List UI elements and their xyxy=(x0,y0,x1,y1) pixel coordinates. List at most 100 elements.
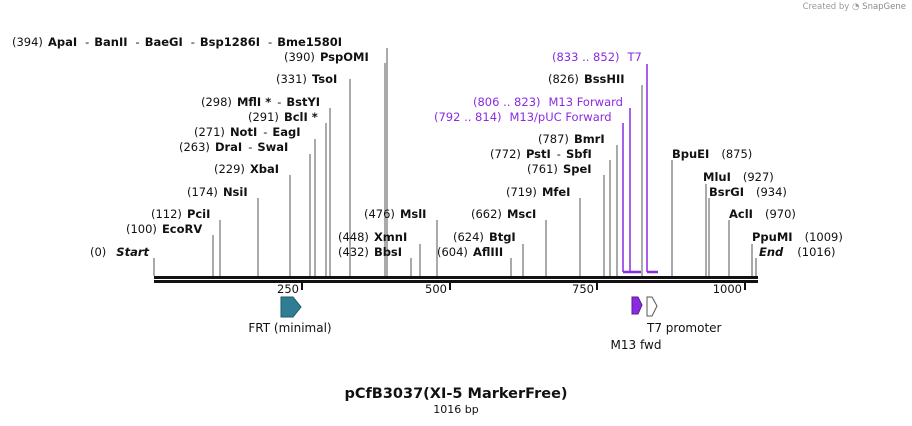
site-label-msli[interactable]: (476)MslI xyxy=(364,207,426,221)
site-label-tsoi[interactable]: (331)TsoI xyxy=(276,72,337,86)
enzyme-bsrgi: BsrGI xyxy=(709,185,744,199)
enzyme-start: Start xyxy=(116,245,149,259)
pos-bsrgi: (934) xyxy=(756,185,787,199)
tick-label-1000: 1000 xyxy=(713,282,742,296)
site-label-afliii[interactable]: (604) AflIII xyxy=(437,245,503,259)
pos-drai: (263) xyxy=(179,140,210,154)
site-label-xmni[interactable]: (448) XmnI xyxy=(338,230,407,244)
enzyme-eagi: EagI xyxy=(272,125,300,139)
pos-nsii: (174) xyxy=(187,185,218,199)
site-label-mfei[interactable]: (719)MfeI xyxy=(506,185,570,199)
primer-sites xyxy=(622,64,658,274)
separator: - xyxy=(248,140,252,154)
enzyme-mfli: MflI * xyxy=(237,95,271,109)
separator: - xyxy=(191,35,195,49)
site-label-drai[interactable]: (263)DraI-SwaI xyxy=(179,140,288,154)
site-label-ecorv[interactable]: (100)EcoRV xyxy=(126,222,202,236)
credit-brand: SnapGene xyxy=(862,2,906,12)
primer-pos-t7: (833 .. 852) xyxy=(552,50,620,64)
separator: - xyxy=(85,35,89,49)
site-label-noti[interactable]: (271)NotI-EagI xyxy=(194,125,301,139)
enzyme-swai: SwaI xyxy=(257,140,288,154)
sequence-backbone xyxy=(154,276,758,283)
primer-name-t7: T7 xyxy=(627,50,642,64)
enzyme-mlui: MluI xyxy=(703,170,731,184)
m13-fwd-feature-label: M13 fwd xyxy=(611,338,662,352)
pos-xmni: (448) xyxy=(338,230,369,244)
site-label-mfli[interactable]: (298)MflI *-BstYI xyxy=(201,95,320,109)
mid-enzyme-labels: (476)MslI (448)XmnI (432)BbsI (662)MscI … xyxy=(338,72,625,259)
frt-feature-label: FRT (minimal) xyxy=(248,321,331,335)
enzyme-acli: AclI xyxy=(729,207,753,221)
site-label-bmri[interactable]: (787)BmrI xyxy=(538,132,605,146)
pos-pspomi: (390) xyxy=(284,50,315,64)
enzyme-bsp1286i: Bsp1286I xyxy=(200,35,260,49)
site-label-bbsi[interactable]: (432)BbsI xyxy=(338,245,402,259)
primer-label-m13puc-forward[interactable]: (792 .. 814)M13/pUC Forward xyxy=(434,110,612,124)
primer-pos-m13-forward: (806 .. 823) xyxy=(473,95,541,109)
frt-feature-arrow[interactable] xyxy=(280,296,302,318)
site-label-psti[interactable]: (772)PstI-SbfI xyxy=(490,147,592,161)
enzyme-pspomi: PspOMI xyxy=(320,50,369,64)
site-label-bsrgi[interactable]: BsrGI (934) xyxy=(709,185,787,199)
separator: - xyxy=(277,95,281,109)
site-label-bcli[interactable]: (291) BclI * xyxy=(248,110,318,124)
pos-bsshii: (826) xyxy=(548,72,579,86)
site-label-apai[interactable]: (394)ApaI-BanII-BaeGI-Bsp1286I-Bme1580I xyxy=(12,35,342,49)
enzyme-bme1580i: Bme1580I xyxy=(277,35,342,49)
pos-apai: (394) xyxy=(12,35,43,49)
enzyme-afliii: AflIII xyxy=(473,245,503,259)
enzyme-xmni: XmnI xyxy=(374,230,407,244)
pos-bcli: (291) xyxy=(248,110,279,124)
right-enzyme-labels: BpuEI(875) MluI (927) BsrGI (934) AclI (970… xyxy=(672,147,843,259)
site-label-nsii[interactable]: (174) NsiI xyxy=(187,185,248,199)
site-label-acli[interactable]: AclI (970) xyxy=(729,207,796,221)
site-label-btgi[interactable]: (624)BtgI xyxy=(453,230,516,244)
pos-xbai: (229) xyxy=(214,162,245,176)
enzyme-psti: PstI xyxy=(526,147,551,161)
enzyme-bmri: BmrI xyxy=(574,132,605,146)
enzyme-btgi: BtgI xyxy=(489,230,516,244)
primer-label-t7[interactable]: (833 .. 852) T7 xyxy=(552,50,642,64)
enzyme-bcli: BclI * xyxy=(284,110,318,124)
m13-fwd-feature-arrow[interactable] xyxy=(631,296,643,315)
site-lines xyxy=(153,48,757,276)
enzyme-spei: SpeI xyxy=(563,162,592,176)
site-label-xbai[interactable]: (229)XbaI xyxy=(214,162,279,176)
enzyme-msci: MscI xyxy=(507,207,536,221)
site-label-mlui[interactable]: MluI (927) xyxy=(703,170,774,184)
enzyme-pcii: PciI xyxy=(187,207,210,221)
pos-afliii: (604) xyxy=(437,245,468,259)
site-label-end[interactable]: End(1016) xyxy=(759,245,836,259)
site-label-start[interactable]: (0) Start xyxy=(90,245,150,259)
site-label-ppumi[interactable]: PpuMI(1009) xyxy=(752,230,843,244)
primer-name-m13-forward: M13 Forward xyxy=(549,95,623,109)
enzyme-mfei: MfeI xyxy=(542,185,571,199)
backbone-bottom-strand xyxy=(154,280,758,283)
pos-acli: (970) xyxy=(765,207,796,221)
pos-msli: (476) xyxy=(364,207,395,221)
pos-start: (0) xyxy=(90,245,106,259)
site-label-msci[interactable]: (662)MscI xyxy=(471,207,536,221)
primer-label-m13-forward[interactable]: (806 .. 823) M13 Forward xyxy=(473,95,623,109)
enzyme-bstyi: BstYI xyxy=(286,95,320,109)
enzyme-bbsi: BbsI xyxy=(374,245,402,259)
pos-bpuei: (875) xyxy=(721,147,752,161)
enzyme-nsii: NsiI xyxy=(223,185,248,199)
enzyme-end: End xyxy=(759,245,784,259)
separator: - xyxy=(557,147,561,161)
t7-promoter-feature-arrow[interactable] xyxy=(646,296,658,317)
pos-noti: (271) xyxy=(194,125,225,139)
enzyme-sbfi: SbfI xyxy=(566,147,592,161)
site-label-pcii[interactable]: (112)PciI xyxy=(151,207,210,221)
features: FRT (minimal) M13 fwd T7 promoter xyxy=(248,296,722,352)
primer-name-m13puc-forward: M13/pUC Forward xyxy=(510,110,612,124)
site-label-bpuei[interactable]: BpuEI(875) xyxy=(672,147,752,161)
site-label-pspomi[interactable]: (390) PspOMI xyxy=(284,50,369,64)
pos-mlui: (927) xyxy=(743,170,774,184)
pos-spei: (761) xyxy=(527,162,558,176)
site-label-spei[interactable]: (761) SpeI xyxy=(527,162,592,176)
enzyme-bsshii: BssHII xyxy=(584,72,625,86)
site-label-bsshii[interactable]: (826) BssHII xyxy=(548,72,625,86)
enzyme-ecorv: EcoRV xyxy=(162,222,202,236)
